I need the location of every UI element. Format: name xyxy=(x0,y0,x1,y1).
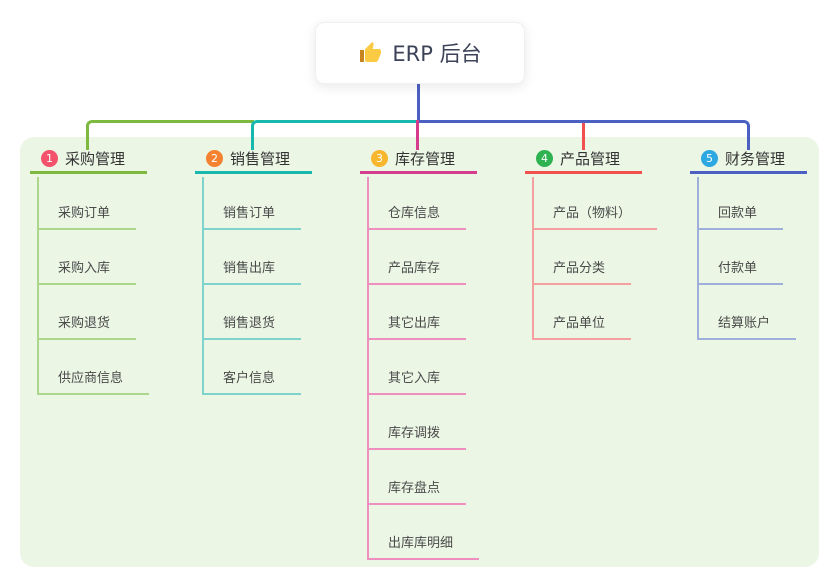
child-node[interactable]: 供应商信息 xyxy=(38,369,150,395)
branch-title-inventory[interactable]: 3 库存管理 xyxy=(360,148,477,174)
child-node[interactable]: 回款单 xyxy=(698,204,784,230)
child-node[interactable]: 产品（物料） xyxy=(533,204,658,230)
badge-3: 3 xyxy=(371,150,388,167)
badge-4: 4 xyxy=(536,150,553,167)
child-node[interactable]: 采购入库 xyxy=(38,259,137,285)
connector-root-stem xyxy=(417,82,420,123)
child-node[interactable]: 仓库信息 xyxy=(368,204,467,230)
child-node[interactable]: 结算账户 xyxy=(698,314,797,340)
child-node[interactable]: 销售退货 xyxy=(203,314,302,340)
connector-elbow-finance xyxy=(419,120,750,150)
branch-title-sales[interactable]: 2 销售管理 xyxy=(195,148,312,174)
badge-5: 5 xyxy=(701,150,718,167)
branch-title-product[interactable]: 4 产品管理 xyxy=(525,148,642,174)
branch-rail-line xyxy=(367,177,369,560)
branch-product: 4 产品管理 产品（物料） 产品分类 产品单位 xyxy=(525,148,695,340)
child-node[interactable]: 采购订单 xyxy=(38,204,137,230)
child-node[interactable]: 其它入库 xyxy=(368,369,467,395)
child-node[interactable]: 产品分类 xyxy=(533,259,632,285)
branch-rail-line xyxy=(202,177,204,395)
branch-label: 产品管理 xyxy=(560,150,621,168)
badge-1: 1 xyxy=(41,150,58,167)
child-node[interactable]: 采购退货 xyxy=(38,314,137,340)
branch-label: 财务管理 xyxy=(725,150,786,168)
branch-rail-line xyxy=(532,177,534,340)
branch-title-finance[interactable]: 5 财务管理 xyxy=(690,148,807,174)
child-node[interactable]: 销售出库 xyxy=(203,259,302,285)
branches-panel xyxy=(20,137,819,567)
branch-label: 库存管理 xyxy=(395,150,456,168)
root-node-label: ERP 后台 xyxy=(392,42,482,66)
connector-elbow-purchase xyxy=(86,120,254,150)
branch-label: 采购管理 xyxy=(65,150,126,168)
thumbs-up-icon xyxy=(358,41,382,65)
child-node[interactable]: 其它出库 xyxy=(368,314,467,340)
child-node[interactable]: 产品单位 xyxy=(533,314,632,340)
child-node[interactable]: 库存调拨 xyxy=(368,424,467,450)
branch-sales: 2 销售管理 销售订单 销售出库 销售退货 客户信息 xyxy=(195,148,365,395)
connector-drop-inventory xyxy=(416,120,419,150)
branch-rail-line xyxy=(37,177,39,395)
child-node[interactable]: 客户信息 xyxy=(203,369,302,395)
child-node[interactable]: 产品库存 xyxy=(368,259,467,285)
child-node[interactable]: 库存盘点 xyxy=(368,479,467,505)
branch-title-purchase[interactable]: 1 采购管理 xyxy=(30,148,147,174)
branch-finance: 5 财务管理 回款单 付款单 结算账户 xyxy=(690,148,839,340)
branch-rail-line xyxy=(697,177,699,340)
child-node[interactable]: 销售订单 xyxy=(203,204,302,230)
connector-drop-product xyxy=(582,123,585,150)
badge-2: 2 xyxy=(206,150,223,167)
child-node[interactable]: 付款单 xyxy=(698,259,784,285)
branch-inventory: 3 库存管理 仓库信息 产品库存 其它出库 其它入库 库存调拨 库存盘点 出库库… xyxy=(360,148,530,560)
branch-label: 销售管理 xyxy=(230,150,291,168)
branch-purchase: 1 采购管理 采购订单 采购入库 采购退货 供应商信息 xyxy=(30,148,200,395)
child-node[interactable]: 出库库明细 xyxy=(368,534,480,560)
root-node-erp[interactable]: ERP 后台 xyxy=(315,22,525,84)
connector-elbow-sales xyxy=(251,120,419,150)
